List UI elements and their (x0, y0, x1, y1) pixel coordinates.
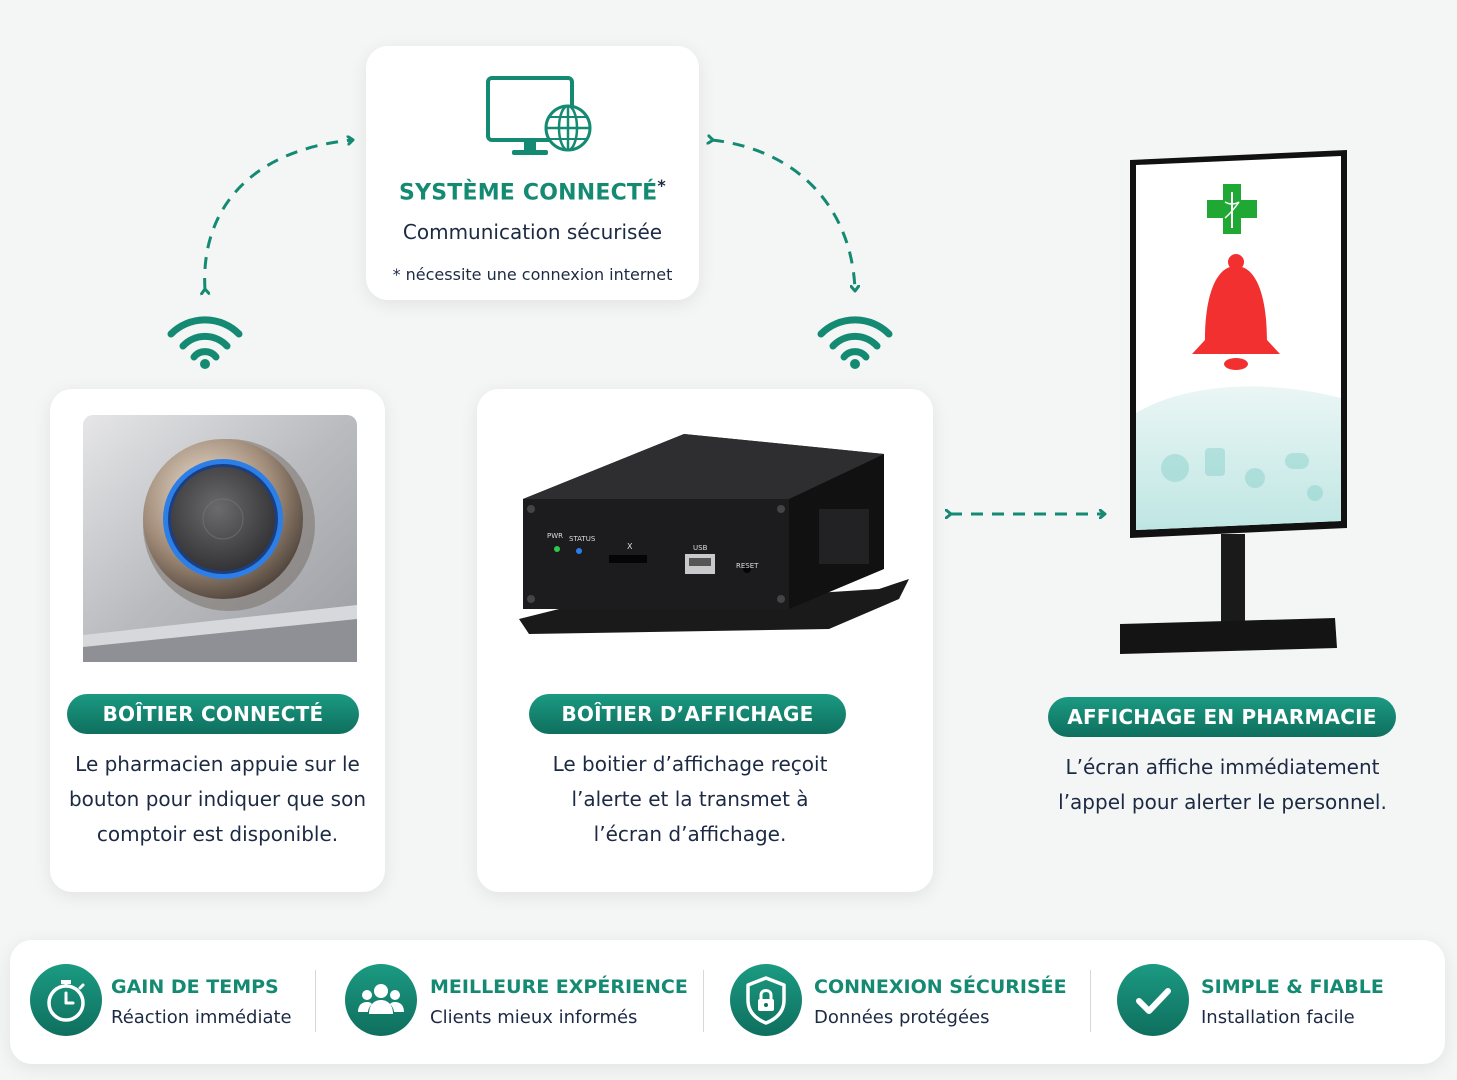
stopwatch-icon (47, 980, 85, 1022)
label-display-box: BOÎTIER D’AFFICHAGE (529, 694, 846, 734)
divider (703, 970, 704, 1032)
feature-title: GAIN DE TEMPS (111, 976, 279, 998)
desc-display-box: Le boitier d’affichage reçoit l’alerte e… (552, 752, 828, 846)
card-display-box: PWR STATUS X USB RESET BOÎTIER D’AFFICHA… (477, 389, 933, 892)
arrow-button-to-system (205, 140, 352, 290)
wifi-icon (167, 316, 243, 369)
check-icon (1136, 988, 1171, 1014)
feature-title: CONNEXION SÉCURISÉE (814, 976, 1067, 998)
port-pwr-label: PWR (547, 532, 564, 540)
port-x-label: X (627, 542, 633, 551)
feature-title: SIMPLE & FIABLE (1201, 976, 1384, 998)
monitor-globe-icon (486, 76, 592, 155)
system-card: SYSTÈME CONNECTÉ* Communication sécurisé… (366, 46, 699, 300)
arrow-system-to-box (712, 140, 855, 290)
users-icon (358, 984, 404, 1014)
feature-experience: MEILLEURE EXPÉRIENCE Clients mieux infor… (325, 940, 705, 1064)
feature-time: GAIN DE TEMPS Réaction immédiate (10, 940, 315, 1064)
divider (315, 970, 316, 1032)
wifi-icon (817, 316, 893, 369)
pharmacy-screen-image (1120, 150, 1347, 654)
port-reset-label: RESET (736, 562, 759, 570)
system-title: SYSTÈME CONNECTÉ* (399, 176, 666, 206)
desc-pharmacy-display: L’écran affiche immédiatement l’appel po… (1058, 755, 1387, 814)
feature-subtitle: Données protégées (814, 1007, 990, 1028)
media-box-image (519, 434, 909, 634)
system-note: * nécessite une connexion internet (392, 265, 673, 284)
features-bar: GAIN DE TEMPS Réaction immédiate MEILLEU… (10, 940, 1445, 1064)
port-status-label: STATUS (569, 535, 596, 543)
label-pharmacy-display: AFFICHAGE EN PHARMACIE (1048, 697, 1396, 737)
divider (1090, 970, 1091, 1032)
feature-subtitle: Réaction immédiate (111, 1007, 292, 1028)
card-connected-button: BOÎTIER CONNECTÉ Le pharmacien appuie su… (50, 389, 385, 892)
label-connected-button: BOÎTIER CONNECTÉ (67, 694, 359, 734)
push-button-image (83, 415, 357, 662)
feature-subtitle: Installation facile (1201, 1007, 1355, 1028)
bell-icon (1192, 266, 1280, 354)
port-usb-label: USB (693, 544, 708, 552)
shield-lock-icon (746, 976, 786, 1025)
desc-connected-button: Le pharmacien appuie sur le bouton pour … (68, 752, 366, 846)
feature-title: MEILLEURE EXPÉRIENCE (430, 976, 688, 998)
feature-security: CONNEXION SÉCURISÉE Données protégées (710, 940, 1090, 1064)
feature-reliable: SIMPLE & FIABLE Installation facile (1097, 940, 1437, 1064)
system-subtitle: Communication sécurisée (402, 220, 663, 244)
feature-subtitle: Clients mieux informés (430, 1007, 638, 1028)
